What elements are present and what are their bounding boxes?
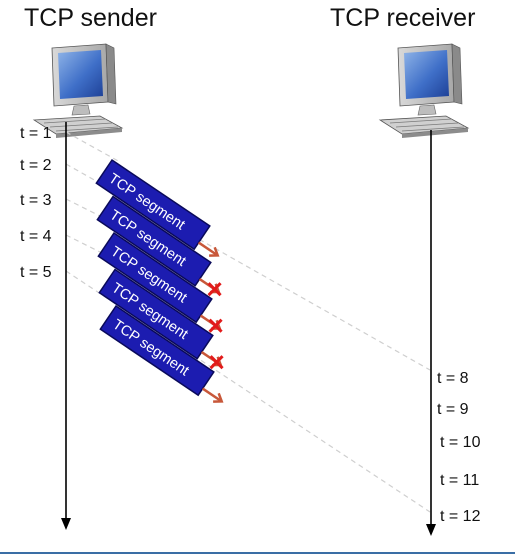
sender-time-label: t = 3 (20, 192, 52, 209)
receiver-computer-icon (379, 43, 469, 139)
sender-time-label: t = 1 (20, 125, 52, 142)
segment-arrow (197, 241, 218, 256)
sender-time-label: t = 2 (20, 157, 52, 174)
receiver-timeline (426, 130, 436, 536)
loss-x-icon (207, 282, 222, 297)
loss-x-icon (209, 355, 224, 370)
receiver-time-label: t = 11 (440, 472, 479, 489)
sender-timeline (61, 122, 71, 530)
sender-time-labels: t = 1 t = 2 t = 3 t = 4 t = 5 (20, 125, 52, 281)
arrow-head (209, 246, 220, 257)
receiver-time-label: t = 10 (440, 434, 481, 451)
segment-arrow (201, 387, 222, 402)
propagation-line (65, 163, 431, 371)
propagation-line (65, 234, 121, 263)
propagation-line (65, 131, 121, 163)
sender-title: TCP sender (24, 4, 157, 32)
receiver-time-labels: t = 8 t = 9 t = 10 t = 11 t = 12 (437, 370, 481, 525)
sender-time-label: t = 4 (20, 228, 52, 245)
sender-computer-icon (33, 43, 123, 139)
sender-time-label: t = 5 (20, 264, 52, 281)
receiver-time-label: t = 12 (440, 508, 481, 525)
receiver-time-label: t = 8 (437, 370, 469, 387)
loss-x-icon (208, 318, 223, 333)
propagation-line (65, 198, 121, 227)
arrow-head (213, 392, 224, 403)
receiver-title: TCP receiver (330, 4, 476, 32)
receiver-time-label: t = 9 (437, 401, 469, 418)
